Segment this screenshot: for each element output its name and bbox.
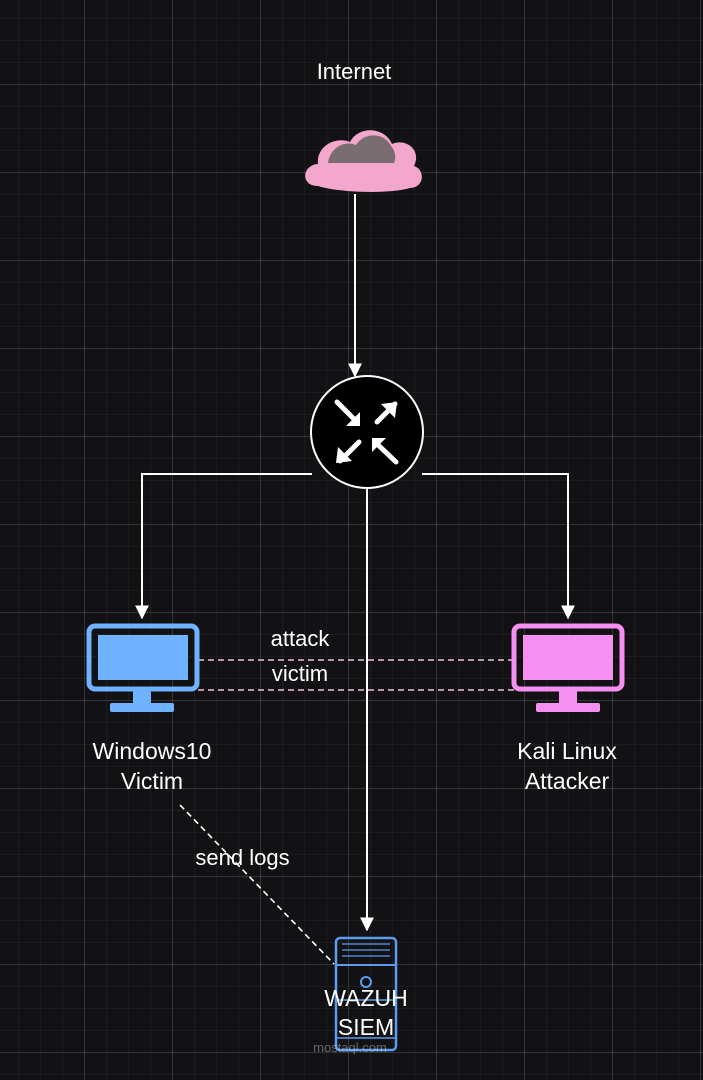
internet-label: Internet — [316, 59, 392, 84]
kali-label-line1: Kali Linux — [517, 738, 617, 764]
siem-label-line2: SIEM — [337, 1013, 395, 1040]
windows-label-line1: Windows10 — [92, 738, 212, 764]
router-icon — [310, 375, 424, 489]
router-windows-link — [135, 473, 312, 620]
monitor-icon — [86, 623, 200, 712]
windows-victim-label: Windows10 Victim — [52, 737, 252, 797]
monitor-icon — [511, 623, 625, 712]
cloud-icon — [305, 130, 422, 192]
send-logs-dashed-link — [179, 804, 335, 965]
siem-label-line1: WAZUH — [324, 985, 408, 1011]
send-logs-label: send logs — [195, 845, 290, 870]
kali-label-line2: Attacker — [524, 767, 610, 794]
kali-attacker-label: Kali Linux Attacker — [467, 737, 667, 797]
router-kali-link — [422, 473, 575, 620]
server-icon — [334, 936, 398, 1052]
attack-link-label: attack — [270, 626, 330, 651]
windows-label-line2: Victim — [120, 767, 184, 794]
wazuh-siem-label: WAZUH SIEM — [286, 984, 446, 1042]
victim-link-label: victim — [271, 661, 329, 686]
watermark: mostaql.com — [313, 1040, 387, 1055]
